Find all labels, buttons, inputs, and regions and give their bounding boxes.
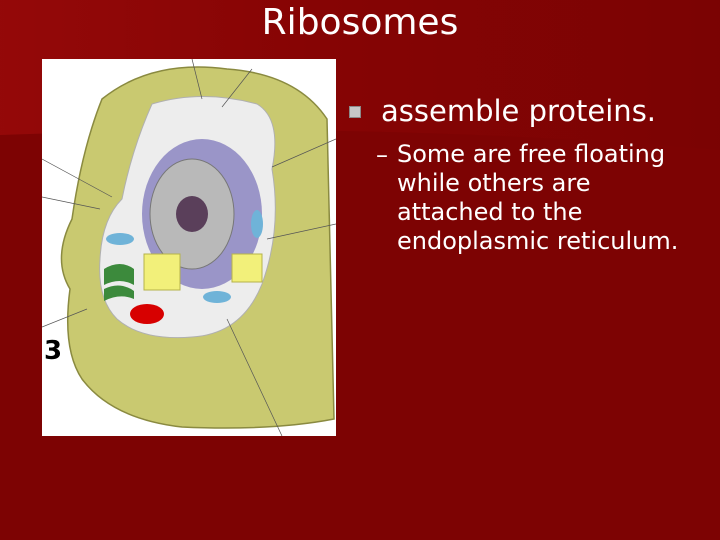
sub-bullet-line: attached to the [397,198,707,227]
sub-bullet-line: while others are [397,169,707,198]
cell-illustration: 3 [42,59,336,436]
mitochondrion [251,210,263,238]
mitochondrion [106,233,134,245]
vesicle-yellow-2 [232,254,262,282]
figure-label: 3 [44,336,62,366]
bullet-marker [349,106,361,118]
vesicle-yellow [144,254,180,290]
sub-bullet-text: Some are free floating while others are … [397,140,707,256]
sub-bullet-dash: – [376,140,388,170]
nucleolus [176,196,208,232]
slide-title: Ribosomes [0,2,720,43]
mitochondrion [203,291,231,303]
sub-bullet-line: endoplasmic reticulum. [397,227,707,256]
animal-cell-diagram: 3 [42,59,336,436]
bullet-text: assemble proteins. [381,93,656,129]
sub-bullet-line: Some are free floating [397,140,707,169]
red-organelle [130,304,164,324]
